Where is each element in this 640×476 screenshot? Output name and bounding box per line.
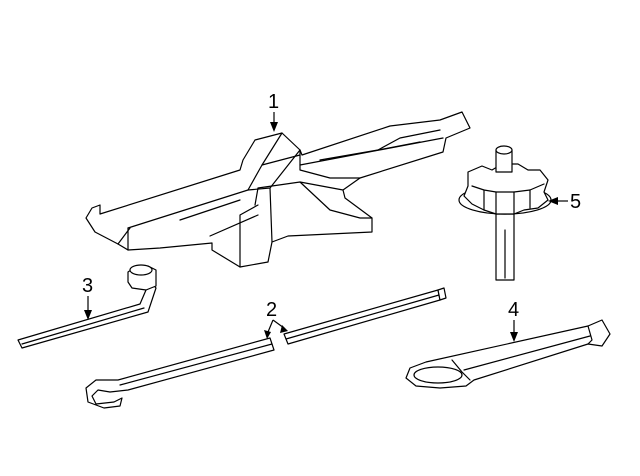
scissor-jack (85, 111, 471, 268)
callout-4-label: 4 (508, 299, 519, 321)
callout-5-label: 5 (570, 191, 581, 213)
handle-wrench (405, 319, 611, 389)
callout-1-label: 1 (268, 91, 279, 113)
callout-1: 1 (268, 91, 279, 132)
callout-5: 5 (548, 191, 581, 213)
extension-rod (85, 287, 447, 409)
callout-3-label: 3 (82, 275, 93, 297)
hold-down-bolt (458, 145, 552, 281)
callout-2: 2 (264, 299, 288, 339)
callout-2-label: 2 (266, 299, 277, 321)
lug-wrench (17, 264, 157, 349)
callout-3: 3 (82, 275, 93, 320)
callout-4: 4 (508, 299, 519, 342)
